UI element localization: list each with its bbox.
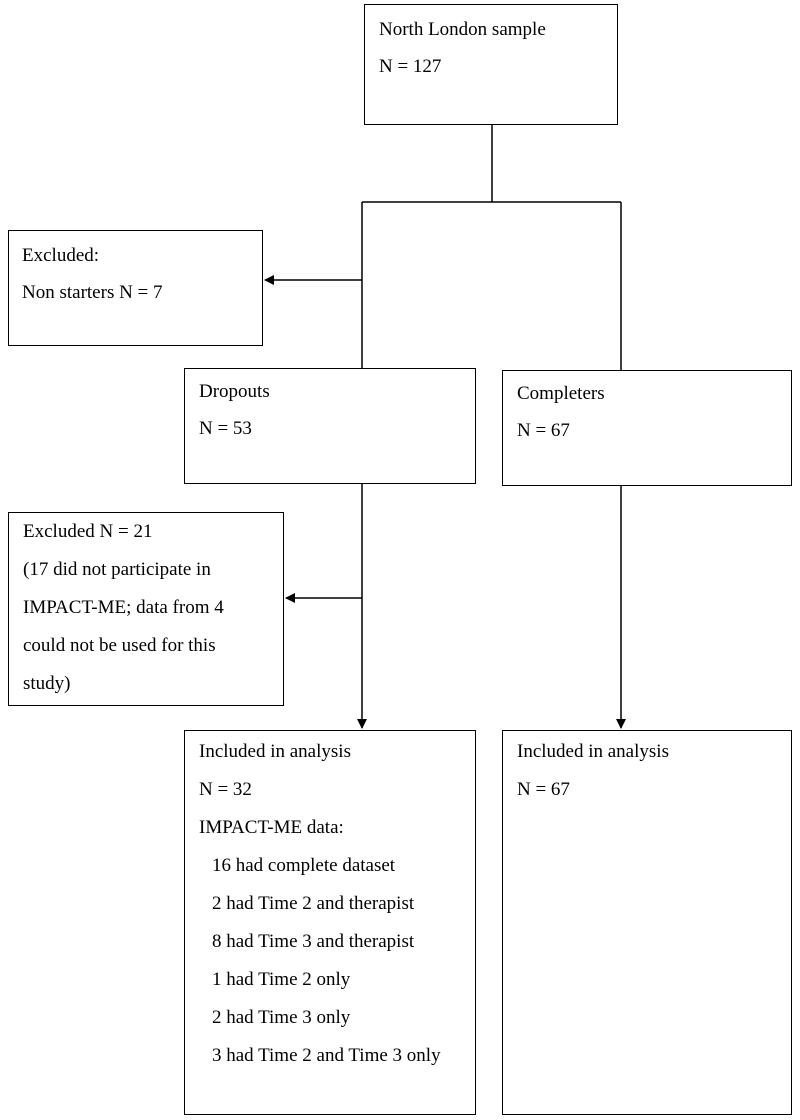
excluded-2-line: could not be used for this bbox=[23, 635, 216, 656]
north-london-title: North London sample bbox=[379, 19, 546, 40]
included-dropouts-item: 16 had complete dataset bbox=[212, 855, 396, 876]
included-dropouts-item: 1 had Time 2 only bbox=[212, 969, 351, 990]
excluded-dropouts-box: Excluded N = 21 (17 did not participate … bbox=[8, 512, 284, 706]
excluded-2-line: (17 did not participate in bbox=[23, 559, 211, 580]
included-completers-title: Included in analysis bbox=[517, 741, 669, 762]
included-dropouts-item: 3 had Time 2 and Time 3 only bbox=[212, 1045, 441, 1066]
north-london-n: N = 127 bbox=[379, 56, 442, 77]
completers-n: N = 67 bbox=[517, 420, 570, 441]
included-dropouts-item: 8 had Time 3 and therapist bbox=[212, 931, 415, 952]
included-dropouts-subheading: IMPACT-ME data: bbox=[199, 817, 344, 838]
excluded-2-line: IMPACT-ME; data from 4 bbox=[23, 597, 224, 618]
included-dropouts-item: 2 had Time 3 only bbox=[212, 1007, 351, 1028]
completers-title: Completers bbox=[517, 383, 605, 404]
north-london-sample-box: North London sample N = 127 bbox=[364, 4, 618, 125]
included-completers-n: N = 67 bbox=[517, 779, 570, 800]
excluded-non-starters-box: Excluded: Non starters N = 7 bbox=[8, 230, 263, 346]
included-completers-box: Included in analysis N = 67 bbox=[502, 730, 792, 1115]
excluded-2-line: Excluded N = 21 bbox=[23, 521, 153, 542]
included-dropouts-item: 2 had Time 2 and therapist bbox=[212, 893, 415, 914]
dropouts-box: Dropouts N = 53 bbox=[184, 368, 476, 484]
excluded-1-detail: Non starters N = 7 bbox=[22, 282, 163, 303]
included-dropouts-title: Included in analysis bbox=[199, 741, 351, 762]
dropouts-n: N = 53 bbox=[199, 418, 252, 439]
excluded-2-line: study) bbox=[23, 673, 71, 694]
included-dropouts-n: N = 32 bbox=[199, 779, 252, 800]
excluded-1-title: Excluded: bbox=[22, 245, 100, 266]
included-dropouts-box: Included in analysis N = 32 IMPACT-ME da… bbox=[184, 730, 476, 1115]
completers-box: Completers N = 67 bbox=[502, 370, 792, 486]
dropouts-title: Dropouts bbox=[199, 381, 270, 402]
